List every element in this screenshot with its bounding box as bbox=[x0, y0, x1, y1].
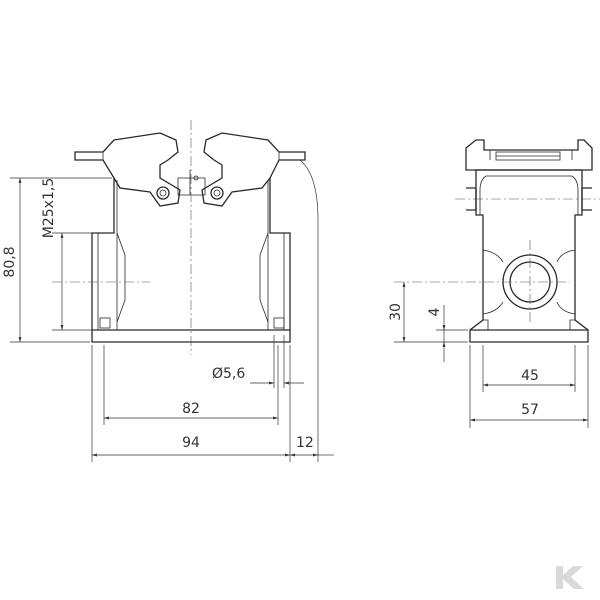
brand-logo bbox=[556, 566, 584, 589]
height-dimension-label: 80,8 bbox=[2, 246, 18, 277]
side-outer-width-label: 57 bbox=[521, 402, 539, 418]
pivot-hole-left bbox=[156, 186, 170, 200]
hole-diameter-label: Ø5,6 bbox=[212, 366, 245, 382]
mount-slot-left bbox=[99, 317, 111, 329]
outer-width-label: 94 bbox=[182, 435, 200, 451]
base-thickness-label: 4 bbox=[427, 307, 443, 316]
side-view bbox=[394, 139, 600, 343]
front-dimensions: 80,8 M25x1,5 Ø5,6 82 94 12 bbox=[2, 159, 334, 462]
offset-dimension-label: 12 bbox=[296, 435, 314, 451]
locking-lever-left bbox=[74, 132, 181, 207]
thread-dimension-label: M25x1,5 bbox=[41, 178, 57, 238]
front-view bbox=[52, 120, 306, 355]
side-inner-width-label: 45 bbox=[521, 368, 539, 384]
mount-slot-right bbox=[273, 317, 285, 329]
side-body bbox=[469, 169, 589, 343]
inner-width-label: 82 bbox=[182, 401, 200, 417]
pivot-hole-right bbox=[210, 186, 224, 200]
brand-logo-icon bbox=[556, 566, 584, 589]
locking-lever-right bbox=[201, 132, 306, 207]
central-latch bbox=[177, 177, 206, 196]
side-dimensions: 30 4 45 57 bbox=[388, 282, 589, 428]
side-height-label: 30 bbox=[388, 303, 404, 321]
